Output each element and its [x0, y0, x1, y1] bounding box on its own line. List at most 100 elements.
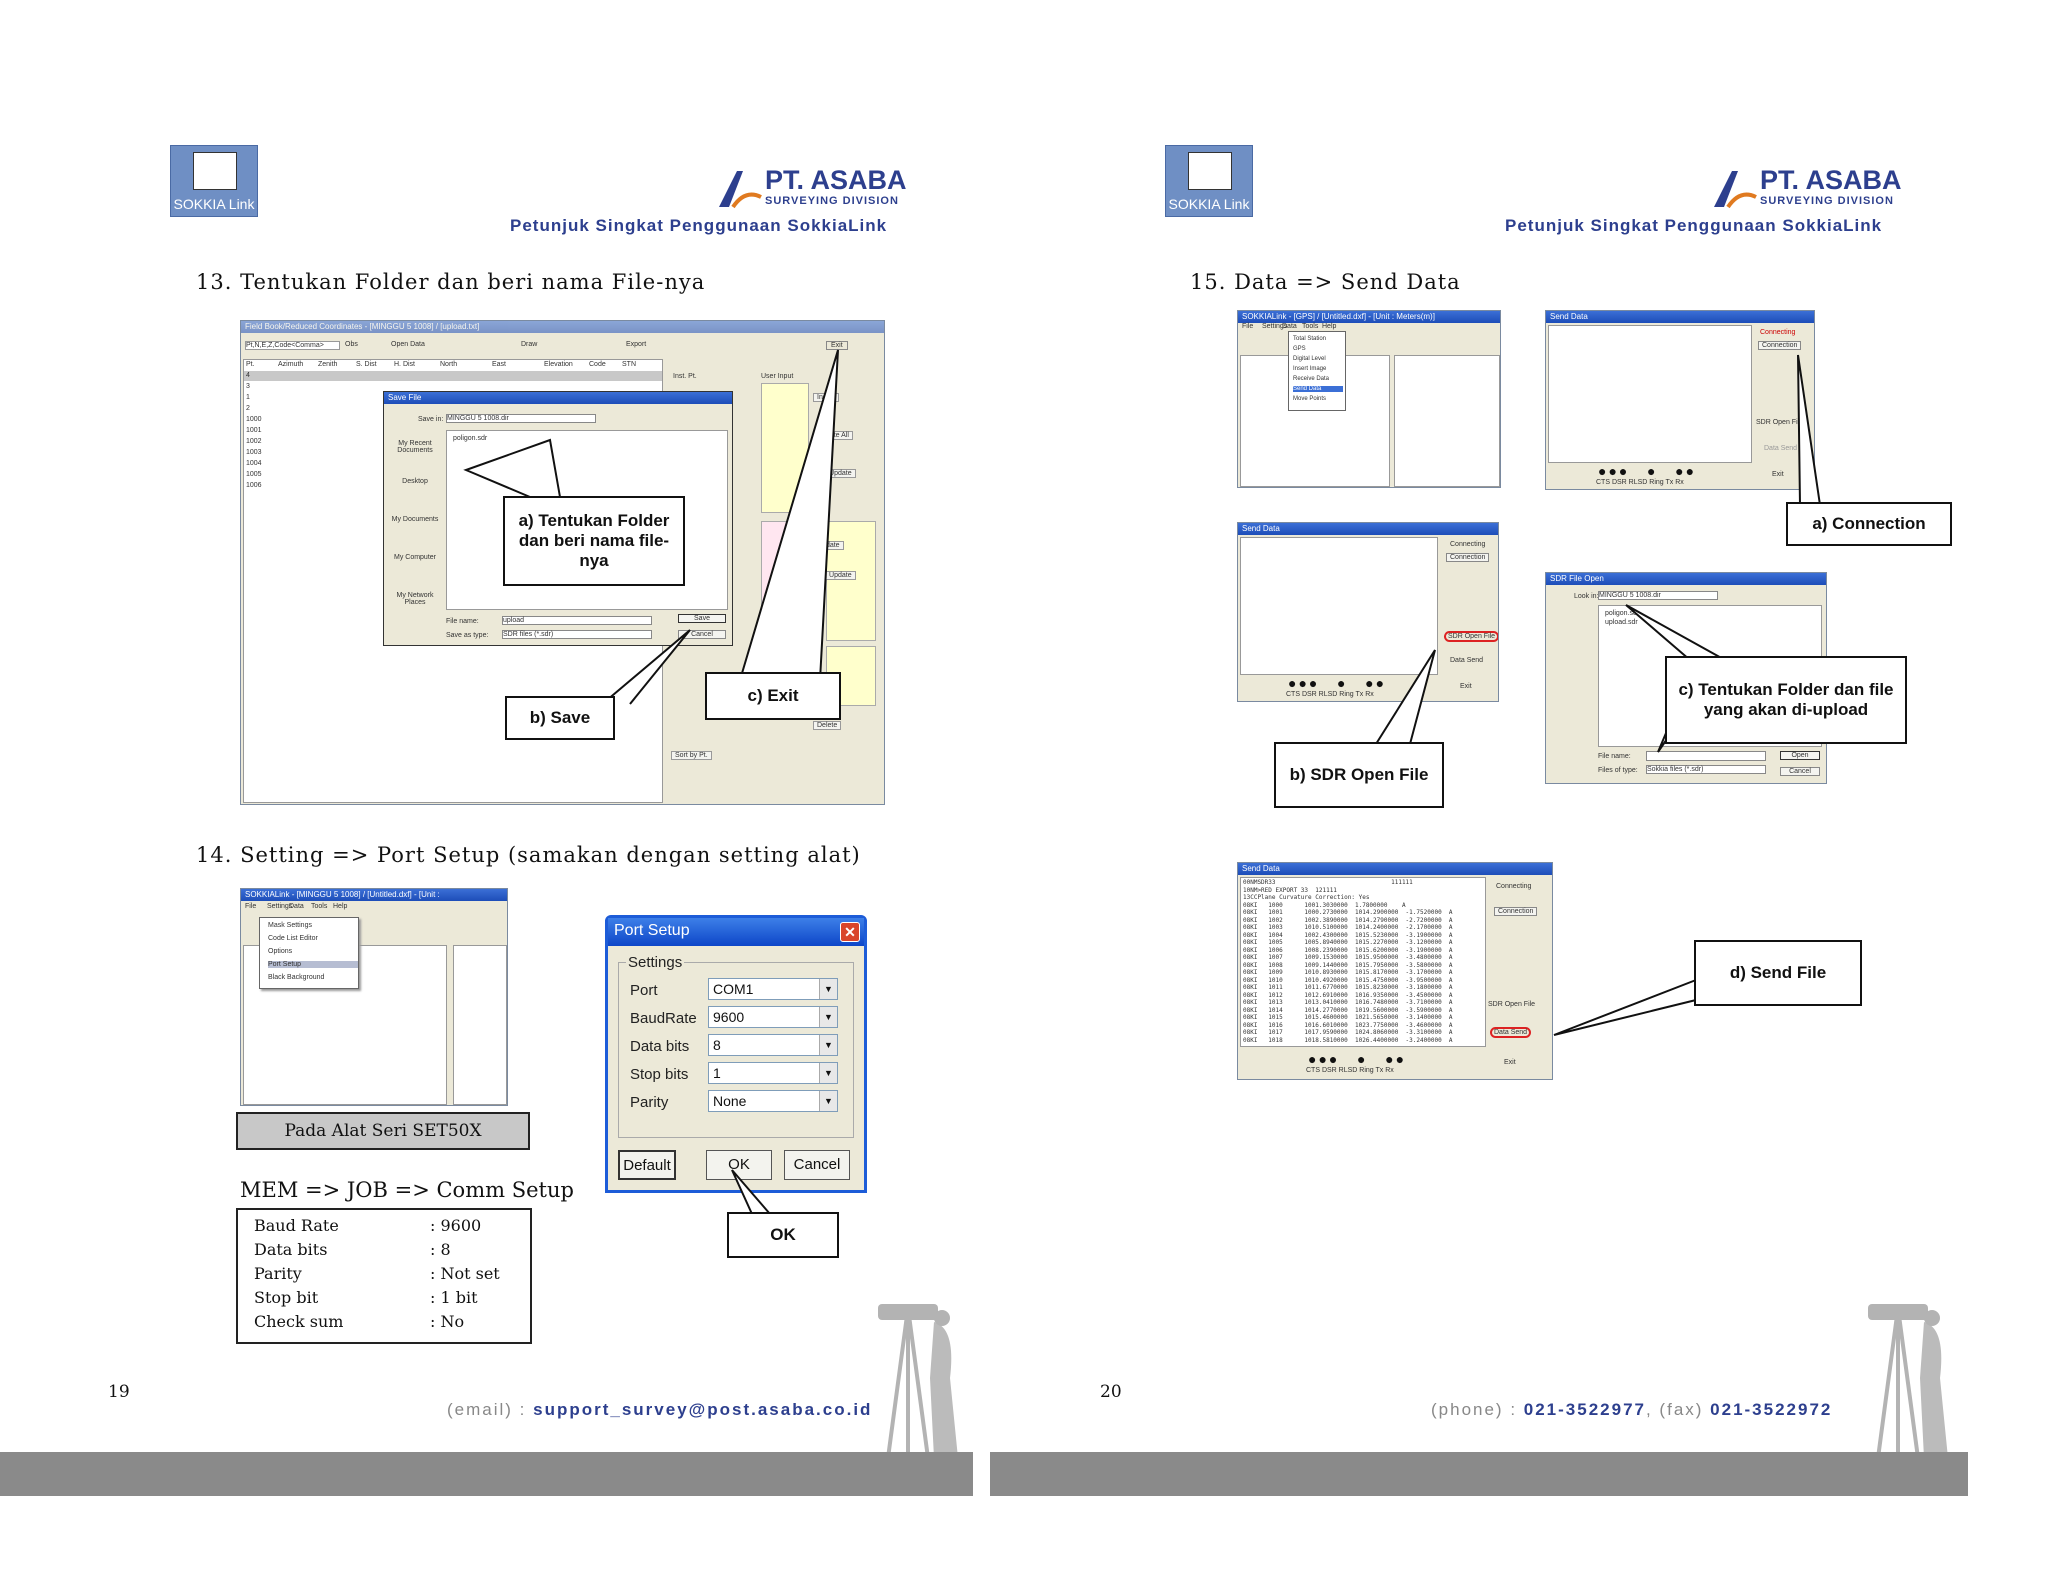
menu-item[interactable]: Port Setup	[268, 961, 358, 968]
table-row-pt[interactable]: 1006	[246, 482, 262, 489]
sdr-file-item[interactable]: upload.sdr	[1605, 619, 1638, 626]
obs-checkbox[interactable]: Obs	[345, 341, 358, 348]
port-cancel-button[interactable]: Cancel	[784, 1150, 850, 1180]
sdr-cancel-button[interactable]: Cancel	[1780, 767, 1820, 776]
setting-key: Check sum	[254, 1312, 344, 1331]
place-item[interactable]: My Recent Documents	[397, 440, 433, 454]
menu-item[interactable]: Move Points	[1293, 396, 1327, 402]
logo-text: SOKKIA Link	[173, 196, 255, 212]
connection-button-3[interactable]: Connection	[1494, 907, 1538, 916]
table-row-pt[interactable]: 1	[246, 394, 250, 401]
port-field-select[interactable]: 9600▼	[708, 1006, 838, 1028]
data-send-button-2[interactable]: Data Send	[1450, 657, 1484, 664]
exit-button[interactable]: Exit	[826, 341, 848, 350]
menu-item[interactable]: Code List Editor	[268, 935, 318, 942]
sdr-open-button-2[interactable]: SDR Open File	[1444, 631, 1498, 642]
place-item[interactable]: My Computer	[393, 554, 436, 561]
connection-button-1[interactable]: Connection	[1758, 341, 1802, 350]
place-item[interactable]: Desktop	[402, 478, 428, 485]
exit-button-1[interactable]: Exit	[1772, 471, 1784, 478]
exit-button-2[interactable]: Exit	[1460, 683, 1472, 690]
chevron-down-icon[interactable]: ▼	[819, 1091, 837, 1111]
menubar-item[interactable]: Help	[333, 903, 348, 910]
cancel-button[interactable]: Cancel	[678, 630, 726, 639]
menu-item[interactable]: Mask Settings	[268, 922, 312, 929]
table-row-pt[interactable]: 1002	[246, 438, 262, 445]
sdr-open-button-3[interactable]: SDR Open File	[1488, 1001, 1536, 1008]
col-zenith: Zenith	[318, 361, 338, 368]
exit-button-3[interactable]: Exit	[1504, 1059, 1516, 1066]
sdr-open-button-1[interactable]: SDR Open File	[1756, 419, 1804, 426]
port-field-select[interactable]: 8▼	[708, 1034, 838, 1056]
fax-label: , (fax)	[1645, 1400, 1711, 1419]
save-as-select[interactable]: SDR files (*.sdr)	[502, 630, 652, 639]
file-name-input[interactable]: upload	[502, 616, 652, 625]
menu-item[interactable]: Black Background	[268, 974, 325, 981]
email-address[interactable]: support_survey@post.asaba.co.id	[533, 1400, 873, 1419]
menubar-item[interactable]: Data	[1282, 323, 1297, 330]
side-button[interactable]: Delete	[813, 721, 842, 730]
save-in-select[interactable]: MINGGU 5 1008.dir	[446, 414, 596, 423]
setting-key: Baud Rate	[254, 1216, 339, 1235]
sdr-line: 08KI 1009 1010.8930000 1015.8170000 -3.1…	[1243, 969, 1453, 976]
asaba-logo-right: PT. ASABA SURVEYING DIVISION	[1710, 165, 1920, 215]
chevron-down-icon[interactable]: ▼	[819, 1035, 837, 1055]
place-item[interactable]: My Network Places	[396, 592, 434, 606]
menubar-item[interactable]: Data	[289, 903, 304, 910]
menubar-item[interactable]: Tools	[311, 903, 328, 910]
sdr-line: 08KI 1008 1009.1440000 1015.7950000 -3.5…	[1243, 961, 1453, 969]
sdr-file-name-input[interactable]	[1646, 751, 1766, 761]
table-row-pt[interactable]: 4	[246, 372, 250, 379]
data-send-button-1[interactable]: Data Send	[1764, 445, 1798, 452]
menubar-item[interactable]: File	[1242, 323, 1254, 330]
sdr-open-button[interactable]: Open	[1780, 751, 1820, 760]
sdr-file-type-select[interactable]: Sokkia files (*.sdr)	[1646, 765, 1766, 774]
export-button[interactable]: Export	[626, 341, 647, 348]
file-item-poligon[interactable]: poligon.sdr	[453, 435, 488, 442]
look-in-select[interactable]: MINGGU 5 1008.dir	[1598, 591, 1718, 600]
menubar-item[interactable]: Settings	[267, 903, 293, 910]
place-item[interactable]: My Documents	[391, 516, 439, 523]
save-button[interactable]: Save	[678, 614, 726, 623]
menu-item[interactable]: Send Data	[1293, 386, 1343, 392]
default-button[interactable]: Default	[618, 1150, 676, 1180]
table-row-pt[interactable]: 1005	[246, 471, 262, 478]
draw-button[interactable]: Draw	[521, 341, 538, 348]
ok-button[interactable]: OK	[706, 1150, 772, 1180]
menubar-item[interactable]: Help	[1322, 323, 1337, 330]
sdr-line: 13CCPlane Curvature Correction: Yes	[1243, 894, 1370, 901]
format-select[interactable]: Pt,N,E,Z,Code<Comma>	[245, 341, 340, 350]
col-stn: STN	[622, 361, 636, 368]
open-data-button[interactable]: Open Data	[391, 341, 425, 348]
sokkia-logo-icon	[193, 152, 237, 190]
menu-item[interactable]: Digital Level	[1293, 356, 1326, 362]
side-button[interactable]: Sort by Pt.	[671, 751, 712, 760]
left-footer-bar	[0, 1452, 973, 1496]
menubar-item[interactable]: Settings	[1262, 323, 1288, 330]
port-field-select[interactable]: 1▼	[708, 1062, 838, 1084]
menu-item[interactable]: GPS	[1293, 346, 1306, 352]
menu-item[interactable]: Receive Data	[1293, 376, 1330, 382]
menubar-item[interactable]: Tools	[1302, 323, 1319, 330]
chevron-down-icon[interactable]: ▼	[819, 1063, 837, 1083]
data-send-button-3[interactable]: Data Send	[1490, 1027, 1532, 1038]
sdr-line: 08KI 1018 1018.5810000 1026.4400000 -3.2…	[1243, 1036, 1453, 1044]
menubar-item[interactable]: File	[245, 903, 257, 910]
close-icon[interactable]: ✕	[840, 922, 860, 942]
menu-item[interactable]: Insert Image	[1293, 366, 1327, 372]
connection-button-2[interactable]: Connection	[1446, 553, 1490, 562]
chevron-down-icon[interactable]: ▼	[819, 1007, 837, 1027]
asaba-logo: PT. ASABA SURVEYING DIVISION	[715, 165, 925, 215]
table-row-pt[interactable]: 1000	[246, 416, 262, 423]
port-field-select[interactable]: None▼	[708, 1090, 838, 1112]
table-row-pt[interactable]: 2	[246, 405, 250, 412]
sdr-file-item[interactable]: poligon.sdr	[1605, 610, 1640, 617]
table-row-pt[interactable]: 1004	[246, 460, 262, 467]
table-row-pt[interactable]: 1003	[246, 449, 262, 456]
table-row-pt[interactable]: 1001	[246, 427, 262, 434]
menu-item[interactable]: Total Station	[1293, 336, 1327, 342]
table-row-pt[interactable]: 3	[246, 383, 250, 390]
menu-item[interactable]: Options	[268, 948, 293, 955]
chevron-down-icon[interactable]: ▼	[819, 979, 837, 999]
port-field-select[interactable]: COM1▼	[708, 978, 838, 1000]
